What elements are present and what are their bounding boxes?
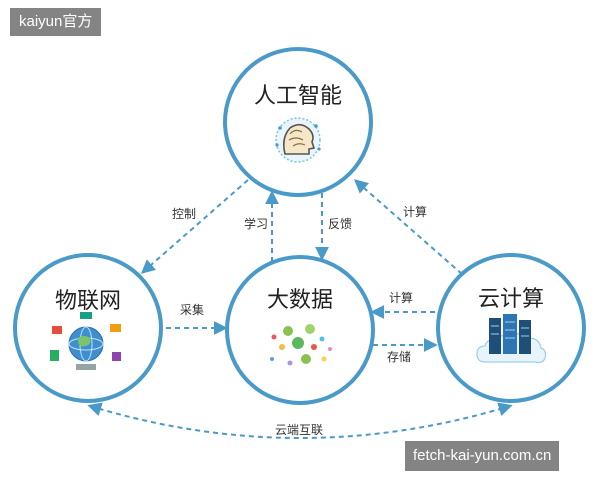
node-iot-title: 物联网 xyxy=(55,289,121,314)
edge-label-ai-to-bigdata: 反馈 xyxy=(328,217,352,231)
edge-label-iot-cloud: 云端互联 xyxy=(275,423,323,437)
server-cloud-icon xyxy=(476,314,547,364)
edge-label-cloud-to-bigdata: 计算 xyxy=(389,290,413,305)
node-bigdata-circle xyxy=(225,255,375,405)
edge-label-bigdata-to-ai: 学习 xyxy=(244,216,268,231)
edge-label-cloud-to-ai: 计算 xyxy=(403,204,427,219)
data-dots-icon xyxy=(270,324,332,366)
edge-ai-to-iot xyxy=(140,179,249,274)
node-ai-title: 人工智能 xyxy=(254,84,342,109)
brain-head-icon xyxy=(275,117,321,163)
edge-cloud-to-ai xyxy=(353,179,463,275)
edge-label-bigdata-to-cloud: 存储 xyxy=(387,349,411,364)
globe-devices-icon xyxy=(50,312,121,370)
edge-iot-cloud xyxy=(87,402,513,439)
watermark-top-left: kaiyun官方 xyxy=(10,8,102,36)
node-bigdata-title: 大数据 xyxy=(267,288,333,313)
node-cloud-title: 云计算 xyxy=(478,287,544,312)
edge-label-ai-to-iot: 控制 xyxy=(172,207,196,221)
watermark-bottom-right: fetch-kai-yun.com.cn xyxy=(405,441,560,471)
edge-label-iot-to-bigdata: 采集 xyxy=(180,302,204,317)
